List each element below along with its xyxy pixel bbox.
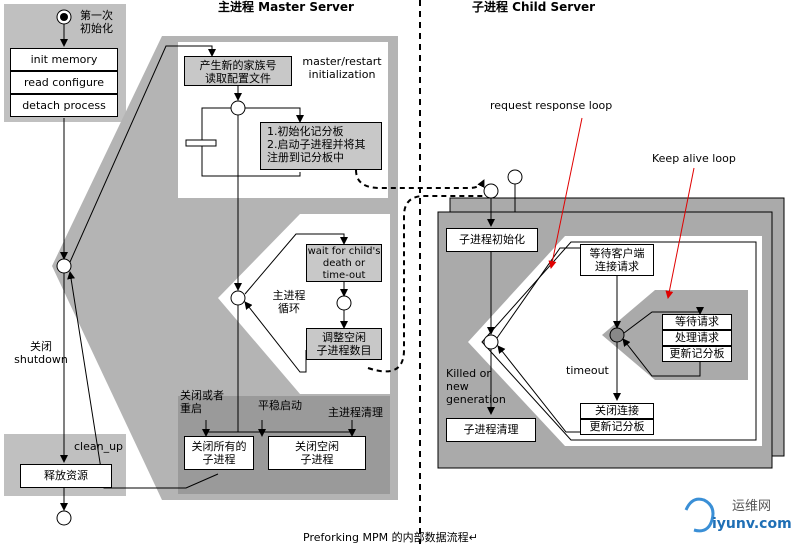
wait-child-box: wait for child's death or time-out (306, 244, 382, 282)
master-header: 主进程 Master Server (218, 0, 354, 14)
watermark-logo (684, 497, 715, 533)
shutdown-label: 关闭 shutdown (14, 340, 68, 366)
handle-request-box: 处理请求 (662, 330, 732, 346)
read-configure-box: read configure (10, 71, 118, 94)
wait-request-box: 等待请求 (662, 314, 732, 330)
update-scoreboard-box: 更新记分板 (662, 346, 732, 362)
detach-process-box: detach process (10, 94, 118, 117)
start-node-dot (60, 13, 68, 21)
fork-bar (185, 139, 217, 147)
close-idle-children-box: 关闭空闲 子进程 (268, 436, 366, 470)
request-loop-pointer (548, 117, 583, 269)
graceful-label: 平稳启动 (258, 399, 302, 412)
keepalive-pointer (665, 167, 695, 299)
watermark-name: 运维网 (732, 499, 772, 514)
end-node (56, 510, 72, 526)
master-loop-label: 主进程 循环 (272, 289, 306, 315)
keepalive-loop-label: Keep alive loop (652, 152, 736, 165)
request-loop-label: request response loop (490, 99, 613, 112)
close-update-scoreboard-box: 更新记分板 (580, 419, 654, 435)
child-entry-node (483, 183, 499, 199)
child-loop-node (483, 334, 499, 350)
master-cleanup-label: 主进程清理 (328, 406, 383, 419)
child-init-box: 子进程初始化 (446, 228, 538, 252)
init-memory-box: init memory (10, 48, 118, 71)
adjust-idle-box: 调整空闲 子进程数目 (306, 328, 382, 360)
keepalive-node (609, 327, 625, 343)
close-or-restart-label: 关闭或者 重启 (180, 389, 224, 415)
killed-label: Killed or new generation (446, 367, 506, 406)
first-init-label: 第一次 初始化 (80, 9, 113, 35)
scoreboard-box: 1.初始化记分板 2.启动子进程并将其 注册到记分板中 (260, 122, 382, 170)
child-cleanup-box: 子进程清理 (446, 418, 536, 442)
master-merge-node (56, 258, 72, 274)
master-restart-label: master/restart initialization (302, 55, 382, 81)
caption: Preforking MPM 的内部数据流程↵ (303, 531, 478, 544)
wait-client-box: 等待客户端 连接请求 (580, 244, 654, 276)
release-resources-box: 释放资源 (20, 464, 112, 488)
watermark-url: iyunv.com (712, 516, 792, 532)
child-header: 子进程 Child Server (472, 0, 596, 14)
close-connection-box: 关闭连接 (580, 403, 654, 419)
close-all-children-box: 关闭所有的 子进程 (184, 436, 254, 470)
child-entry-node-2 (507, 169, 523, 185)
master-loop-node (230, 290, 246, 306)
new-generation-box: 产生新的家族号 读取配置文件 (184, 56, 292, 86)
request-loop-border (481, 241, 757, 441)
master-wait-node (336, 295, 352, 311)
master-init-node (230, 100, 246, 116)
timeout-label: timeout (566, 364, 609, 377)
clean-up-label: clean_up (74, 440, 124, 453)
